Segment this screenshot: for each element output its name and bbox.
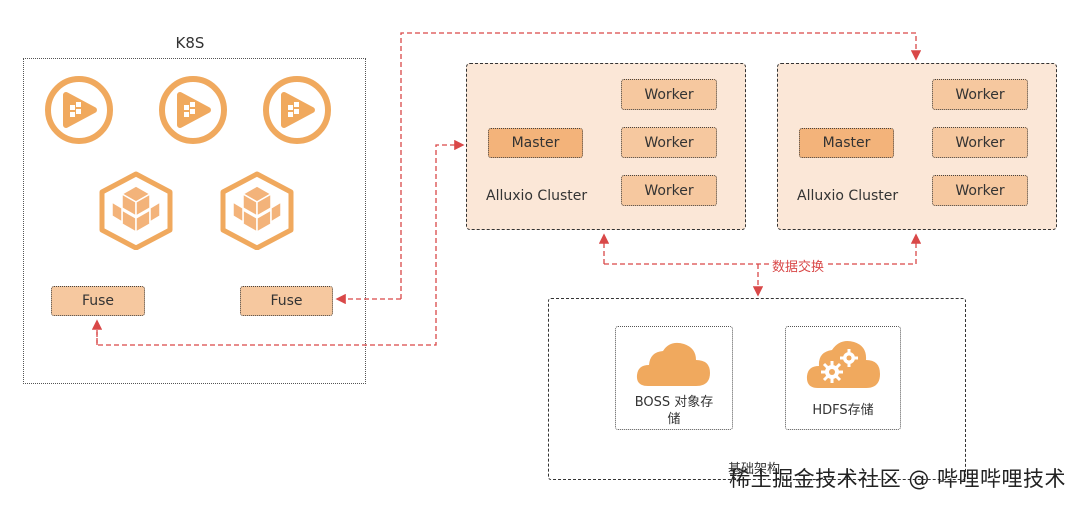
worker-node: Worker: [932, 175, 1028, 206]
k8s-title: K8S: [175, 34, 205, 52]
cloud-gears-icon: [806, 341, 880, 388]
play-hexagon-icon: [45, 76, 113, 144]
k8s-container: [23, 58, 366, 384]
cube-hexagon-icon: [99, 171, 173, 250]
fuse2-to-cluster2-connector: [400, 32, 922, 299]
cluster-label: Alluxio Cluster: [486, 188, 588, 204]
worker-node: Worker: [932, 127, 1028, 158]
worker-node: Worker: [621, 79, 717, 110]
worker-node: Worker: [932, 79, 1028, 110]
cluster-label: Alluxio Cluster: [797, 188, 899, 204]
play-hexagon-icon: [159, 76, 227, 144]
fuse-node-2: Fuse: [240, 286, 333, 316]
cloud-icon: [636, 342, 710, 386]
fuse1-to-cluster1-connector: [96, 139, 465, 346]
infrastructure-container: [548, 298, 966, 480]
worker-node: Worker: [621, 127, 717, 158]
worker-node: Worker: [621, 175, 717, 206]
cube-hexagon-icon: [220, 171, 294, 250]
fuse-node-1: Fuse: [51, 286, 145, 316]
data-exchange-label: 数据交换: [770, 256, 827, 275]
watermark: 稀土掘金技术社区 @ 哔哩哔哩技术: [729, 467, 1066, 491]
master-node: Master: [488, 128, 583, 158]
hdfs-storage-label: HDFS存储: [812, 403, 874, 418]
infrastructure-title: 基础架构: [728, 462, 781, 477]
boss-storage-label: BOSS 对象存 储: [634, 395, 714, 427]
master-node: Master: [799, 128, 894, 158]
exchange-to-cluster2-connector: [604, 233, 922, 265]
play-hexagon-icon: [263, 76, 331, 144]
